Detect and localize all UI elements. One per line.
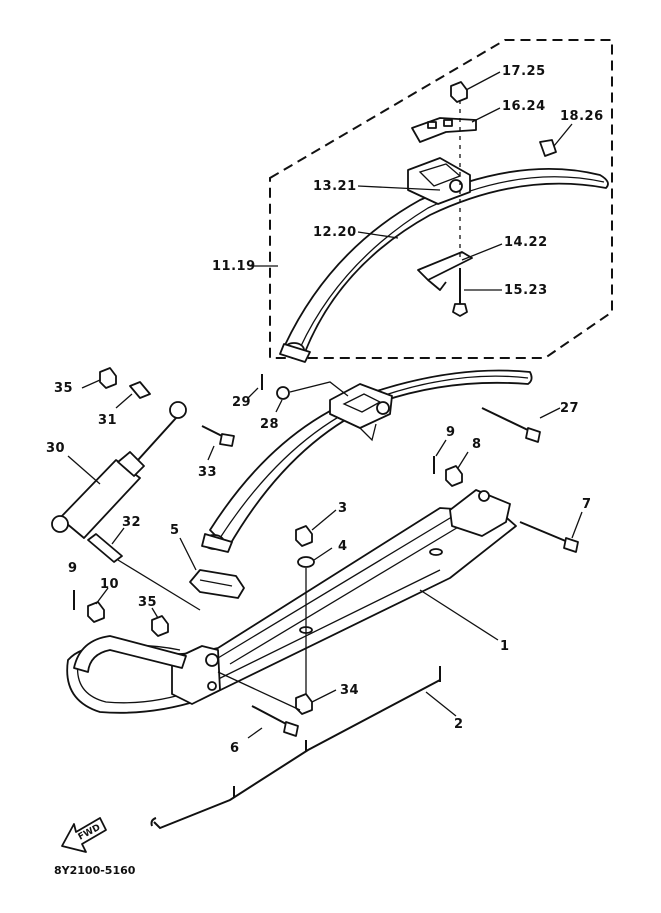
callout-31: 31 [98,413,117,428]
bolt-7 [519,521,579,553]
callout-13-21: 13.21 [313,179,357,194]
callout-11-19: 11.19 [212,259,256,274]
callout-33: 33 [198,465,217,480]
wear-bar-runner [150,666,441,830]
callout-9-left: 9 [68,561,78,576]
callout-27: 27 [560,401,579,416]
upper-leaf-spring [279,167,609,363]
callout-34: 34 [340,683,359,698]
bolt-27 [481,407,541,443]
callout-1: 1 [500,639,510,654]
callout-16-24: 16.24 [502,99,546,114]
callout-18-26: 18.26 [560,109,604,124]
nut-35-lower [151,615,169,637]
nut-upper [450,81,468,103]
callout-17-25: 17.25 [502,64,546,79]
callout-32: 32 [122,515,141,530]
forward-arrow-icon: FWD [61,817,107,853]
callout-15-23: 15.23 [504,283,548,298]
diagram-code: 8Y2100-5160 [54,864,136,877]
nut-35-upper [99,367,117,389]
assembly-dashed-boundary [269,39,613,359]
callout-12-20: 12.20 [313,225,357,240]
callout-29: 29 [232,395,251,410]
collar-31 [129,381,151,399]
callout-6: 6 [230,741,240,756]
bolt-6 [251,705,299,737]
spring-plate-lower [417,251,473,291]
callout-14-22: 14.22 [504,235,548,250]
callout-28: 28 [260,417,279,432]
bracket-5 [189,569,245,599]
nut-34 [295,693,313,715]
nut-3 [295,525,313,547]
spacer-collar [539,139,557,157]
callout-35-upper: 35 [54,381,73,396]
spring-clip-upper [411,117,477,143]
bolt-lower [452,268,468,317]
callout-labels: 17.25 16.24 18.26 13.21 12.20 11.19 14.2… [46,64,604,756]
collar-32 [87,533,123,563]
callout-7: 7 [582,497,592,512]
callout-3: 3 [338,501,348,516]
nut-8 [445,465,463,487]
callout-4: 4 [338,539,348,554]
shock-absorber [51,401,187,539]
handle-loop [73,635,187,673]
callout-9-right: 9 [446,425,456,440]
leader-lines [67,71,583,739]
callout-10: 10 [100,577,119,592]
bolt-33 [201,425,235,447]
callout-5: 5 [170,523,180,538]
rear-bracket [449,489,511,537]
callout-2: 2 [454,717,464,732]
washer-4 [297,556,315,568]
spring-bracket-lower [329,383,393,442]
nut-28 [276,386,290,400]
callout-30: 30 [46,441,65,456]
callout-8: 8 [472,437,482,452]
nut-10 [87,601,105,623]
ski-body [66,507,517,714]
callout-35-lower: 35 [138,595,157,610]
